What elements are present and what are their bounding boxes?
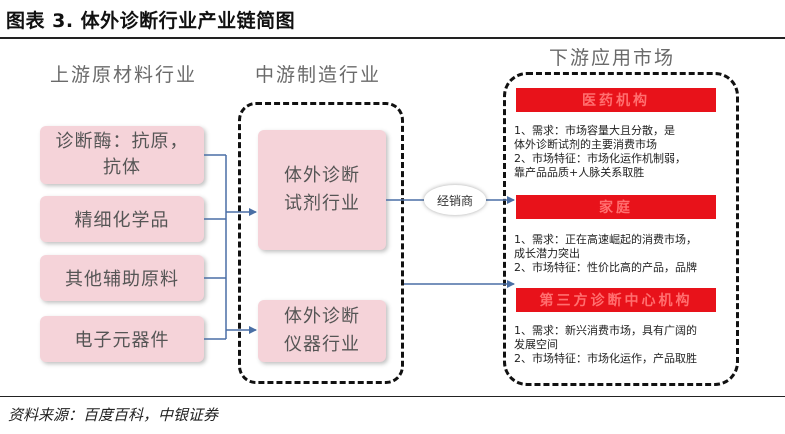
upstream-box-electronics-label: 电子元器件: [74, 330, 170, 351]
midstream-box-reagents-line1: 体外诊断: [284, 165, 360, 186]
market-desc-line: 1、需求：市场容量大且分散，是: [514, 124, 675, 137]
market-desc-line: 成长潜力突出: [514, 247, 580, 260]
market-desc-line: 2、市场特征：市场化运作机制弱，: [514, 152, 686, 165]
market-desc-third-party: 1、需求：新兴消费市场，具有广阔的 发展空间 2、市场特征：市场化运作，产品取胜: [514, 324, 724, 366]
market-bar-household: 家庭: [516, 195, 716, 219]
upstream-box-enzymes-line1: 诊断酶：抗原，: [55, 131, 189, 152]
figure-title: 图表 3. 体外诊断行业产业链简图: [6, 10, 296, 32]
top-rule: [0, 37, 785, 39]
market-desc-line: 2、市场特征：性价比高的产品，品牌: [514, 261, 697, 274]
market-desc-household: 1、需求：正在高速崛起的消费市场， 成长潜力突出 2、市场特征：性价比高的产品，…: [514, 233, 724, 275]
upstream-box-enzymes: 诊断酶：抗原， 抗体: [40, 126, 204, 184]
source-note: 资料来源：百度百科，中银证券: [8, 406, 219, 424]
midstream-box-instruments: 体外诊断 仪器行业: [258, 300, 386, 362]
upstream-heading: 上游原材料行业: [50, 64, 198, 86]
upstream-box-aux-materials: 其他辅助原料: [40, 255, 204, 301]
downstream-heading: 下游应用市场: [549, 47, 676, 69]
midstream-box-reagents-line2: 试剂行业: [284, 193, 360, 214]
market-desc-line: 1、需求：新兴消费市场，具有广阔的: [514, 324, 697, 337]
market-desc-line: 发展空间: [514, 338, 558, 351]
upstream-box-fine-chemicals: 精细化学品: [40, 196, 204, 242]
midstream-box-instruments-line2: 仪器行业: [284, 334, 360, 355]
upstream-box-electronics: 电子元器件: [40, 316, 204, 362]
upstream-box-enzymes-line2: 抗体: [103, 157, 141, 178]
market-desc-medical: 1、需求：市场容量大且分散，是 体外诊断试剂的主要消费市场 2、市场特征：市场化…: [514, 124, 724, 180]
midstream-box-instruments-line1: 体外诊断: [284, 306, 360, 327]
upstream-box-aux-materials-label: 其他辅助原料: [65, 269, 179, 290]
midstream-box-reagents: 体外诊断 试剂行业: [258, 130, 386, 250]
market-desc-line: 1、需求：正在高速崛起的消费市场，: [514, 233, 697, 246]
market-bar-medical: 医药机构: [516, 88, 716, 112]
dealer-node: 经销商: [424, 185, 486, 215]
market-bar-third-party: 第三方诊断中心机构: [516, 288, 716, 312]
downstream-dashed-group: [503, 72, 739, 386]
bottom-rule: [0, 396, 785, 397]
midstream-dashed-group: [238, 102, 404, 384]
market-desc-line: 2、市场特征：市场化运作，产品取胜: [514, 352, 697, 365]
market-desc-line: 靠产品品质+人脉关系取胜: [514, 166, 645, 179]
upstream-box-fine-chemicals-label: 精细化学品: [74, 210, 170, 231]
midstream-heading: 中游制造行业: [255, 64, 382, 86]
market-desc-line: 体外诊断试剂的主要消费市场: [514, 138, 657, 151]
